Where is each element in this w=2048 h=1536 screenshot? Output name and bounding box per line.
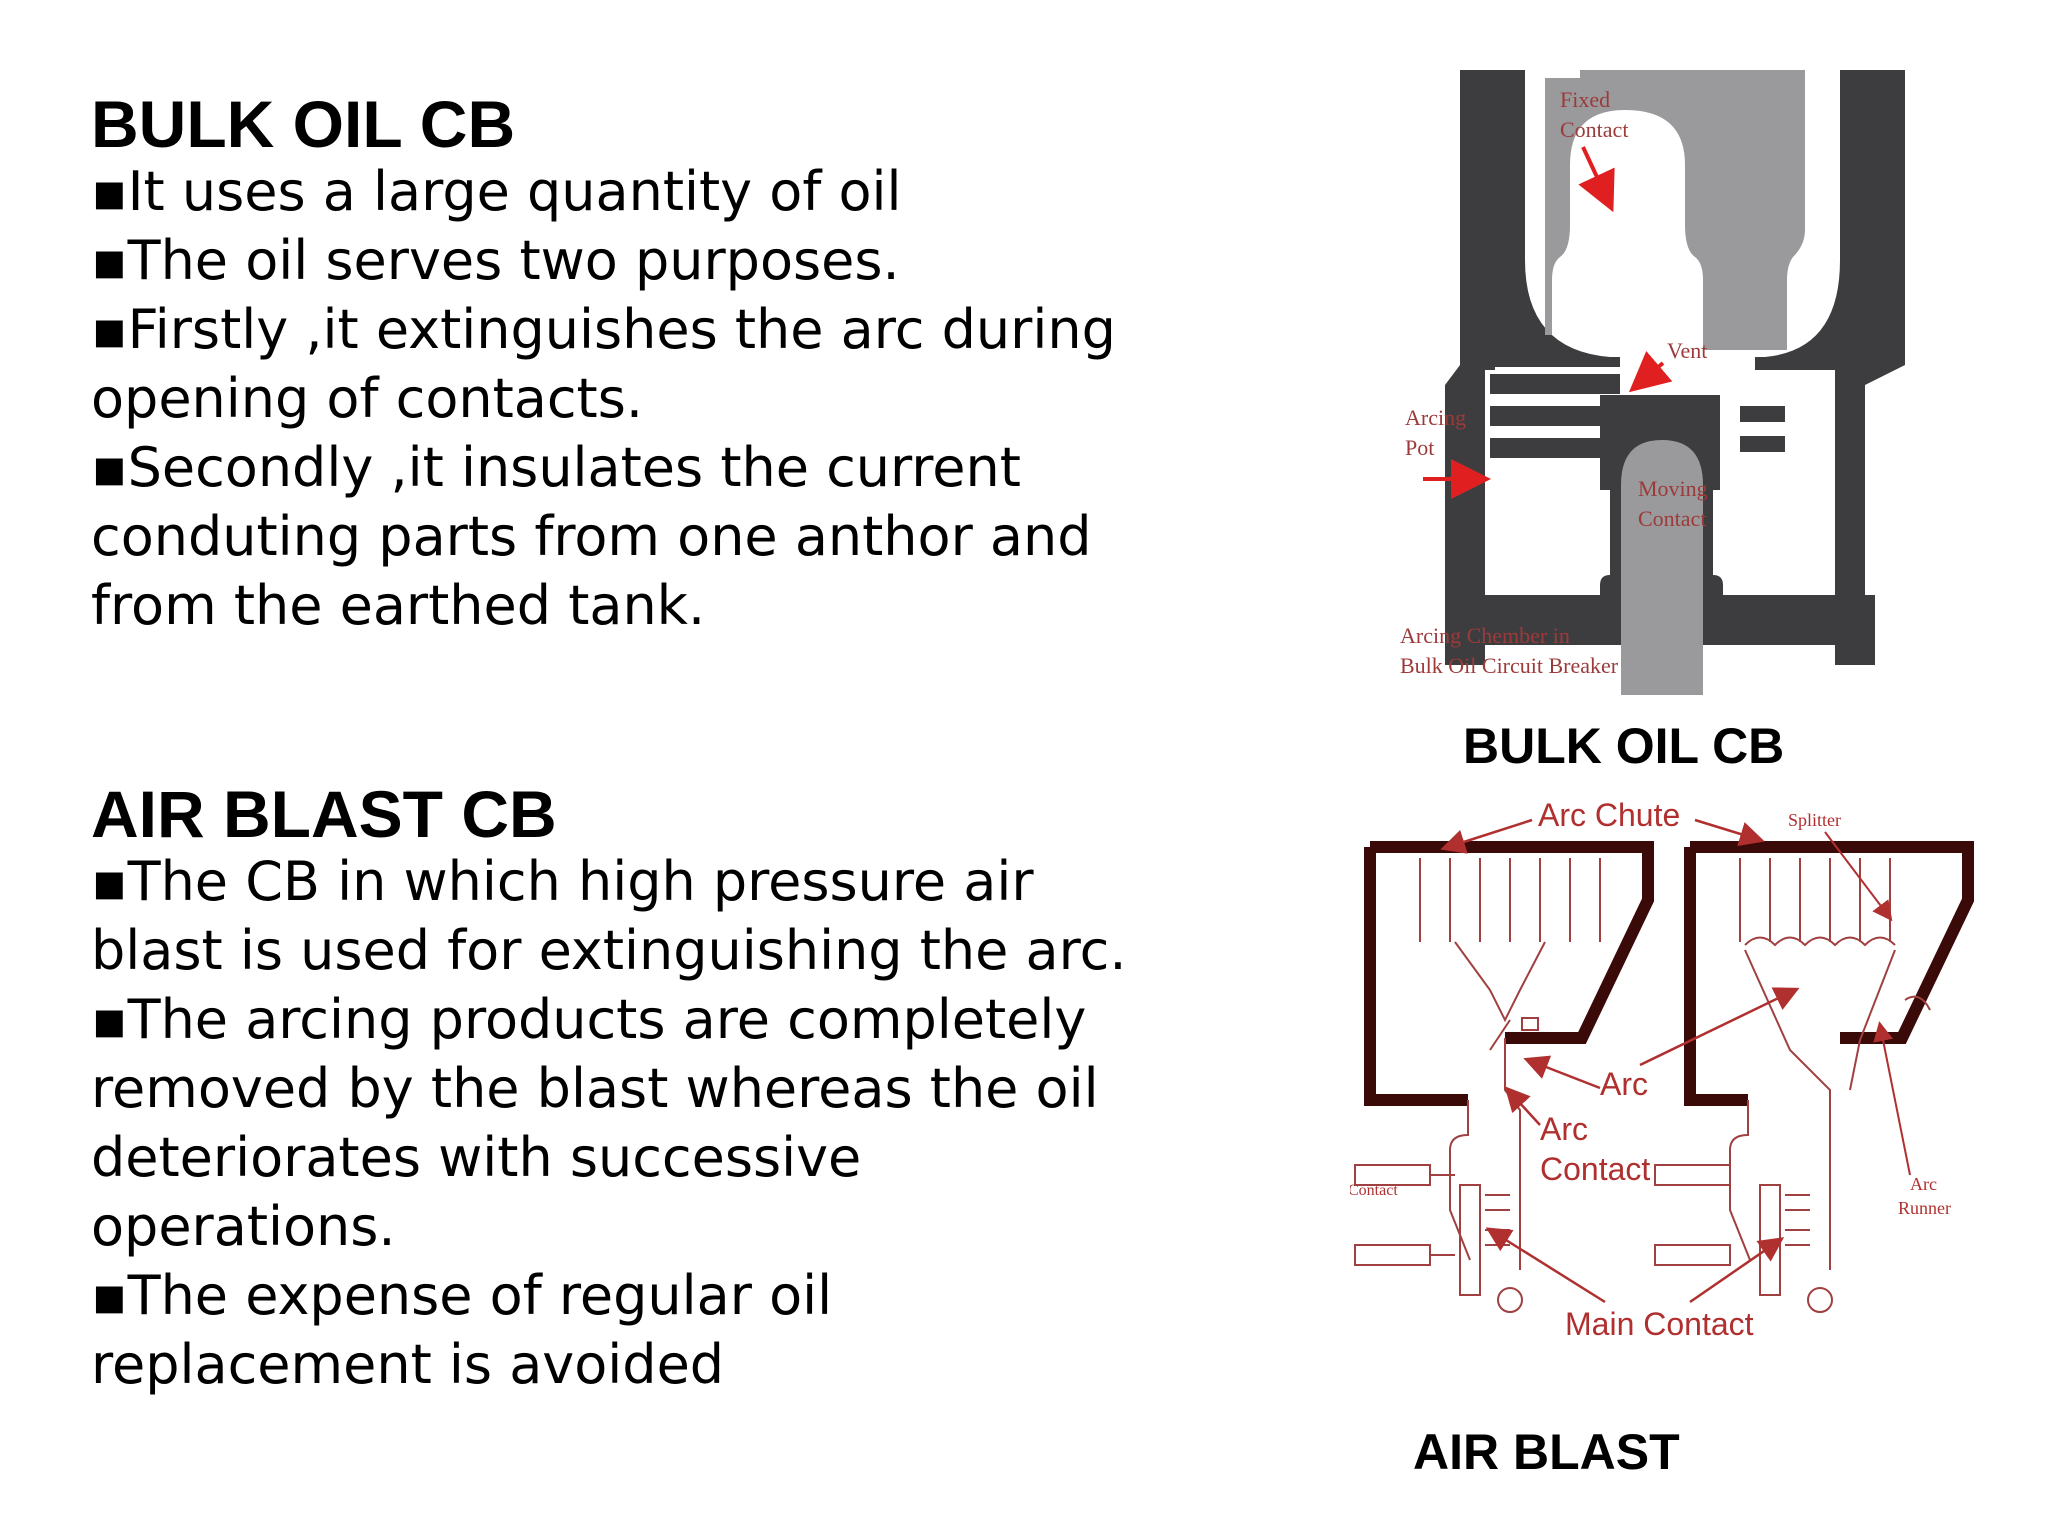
arcing-plate — [1490, 438, 1620, 458]
arc-contact-arrow — [1504, 1086, 1541, 1126]
main-contact-arrow — [1689, 1237, 1785, 1304]
bulk-oil-diagram: Fixed Contact Vent Arcing Pot Moving Con… — [1400, 70, 1905, 695]
bulk-oil-line: ▪Secondly ,it insulates the current — [91, 436, 1021, 499]
fixed-contact — [1545, 70, 1805, 350]
bulk-oil-line: opening of contacts. — [91, 367, 644, 430]
arcing-plate — [1490, 406, 1620, 426]
arcing-plate — [1740, 436, 1785, 452]
arc-contact-label: Contact — [1540, 1151, 1650, 1187]
diagram-caption: Bulk Oil Circuit Breaker — [1400, 653, 1619, 678]
air-blast-description: ▪The CB in which high pressure air blast… — [91, 847, 1127, 1399]
arc-runner-label: Arc — [1910, 1174, 1937, 1194]
bulk-oil-line: conduting parts from one anthor and — [91, 505, 1092, 568]
bulk-oil-line: from the earthed tank. — [91, 574, 706, 637]
air-blast-line: blast is used for extinguishing the arc. — [91, 919, 1127, 982]
arc-arrow — [1523, 1055, 1601, 1090]
fixed-contact-arrow — [1578, 146, 1615, 213]
arc-chute-label: Arc Chute — [1538, 797, 1680, 833]
arcing-plate — [1490, 374, 1620, 394]
fixed-contact-label: Fixed — [1560, 87, 1610, 112]
arc-chute-left — [1364, 841, 1654, 1106]
air-blast-line: removed by the blast whereas the oil — [91, 1057, 1099, 1120]
moving-contact — [1621, 440, 1703, 695]
splitter-arrow — [1824, 831, 1893, 922]
arc-runner-arrow — [1873, 1021, 1911, 1176]
air-blast-line: deteriorates with successive — [91, 1126, 862, 1189]
air-blast-line: operations. — [91, 1195, 396, 1258]
air-blast-heading: AIR BLAST CB — [91, 777, 557, 851]
diagram-caption: Arcing Chember in — [1400, 623, 1570, 648]
vent-arrow — [1628, 350, 1673, 393]
air-blast-diagram: Arc Chute Splitter Arc Arc Contact Conta… — [1350, 797, 1974, 1342]
arc-arrow — [1639, 987, 1800, 1067]
splitter-label: Splitter — [1788, 810, 1841, 830]
contact-label: Contact — [1350, 1182, 1398, 1199]
air-blast-line: ▪The arcing products are completely — [91, 988, 1087, 1051]
bulk-oil-description: ▪It uses a large quantity of oil ▪The oi… — [91, 157, 1116, 640]
air-blast-line: replacement is avoided — [91, 1333, 725, 1396]
air-blast-caption: AIR BLAST — [1413, 1424, 1680, 1480]
bulk-oil-line: ▪The oil serves two purposes. — [91, 229, 900, 292]
fixed-contact-label: Contact — [1560, 117, 1628, 142]
moving-contact-label: Contact — [1638, 506, 1706, 531]
arc-label: Arc — [1600, 1066, 1648, 1102]
bulk-oil-caption: BULK OIL CB — [1463, 718, 1785, 774]
air-blast-line: ▪The expense of regular oil — [91, 1264, 833, 1327]
arc-runner-label: Runner — [1898, 1198, 1951, 1218]
main-contact-label: Main Contact — [1565, 1306, 1754, 1342]
bulk-oil-line: ▪Firstly ,it extinguishes the arc during — [91, 298, 1116, 361]
arcing-pot-label: Arcing — [1405, 405, 1466, 430]
splitter-plates-left — [1354, 858, 1601, 1313]
vent-label: Vent — [1667, 338, 1707, 363]
moving-contact-label: Moving — [1638, 476, 1708, 501]
splitter-plates-right — [1654, 858, 1931, 1313]
arcing-pot-label: Pot — [1405, 435, 1434, 460]
bulk-oil-line: ▪It uses a large quantity of oil — [91, 160, 902, 223]
arc-chute-arrow — [1694, 818, 1765, 847]
bulk-oil-heading: BULK OIL CB — [91, 87, 516, 161]
arc-contact-label: Arc — [1540, 1111, 1588, 1147]
arcing-plate — [1740, 406, 1785, 422]
arc-chute-arrow — [1440, 818, 1533, 854]
main-contact-arrow — [1485, 1227, 1606, 1304]
air-blast-line: ▪The CB in which high pressure air — [91, 850, 1034, 913]
